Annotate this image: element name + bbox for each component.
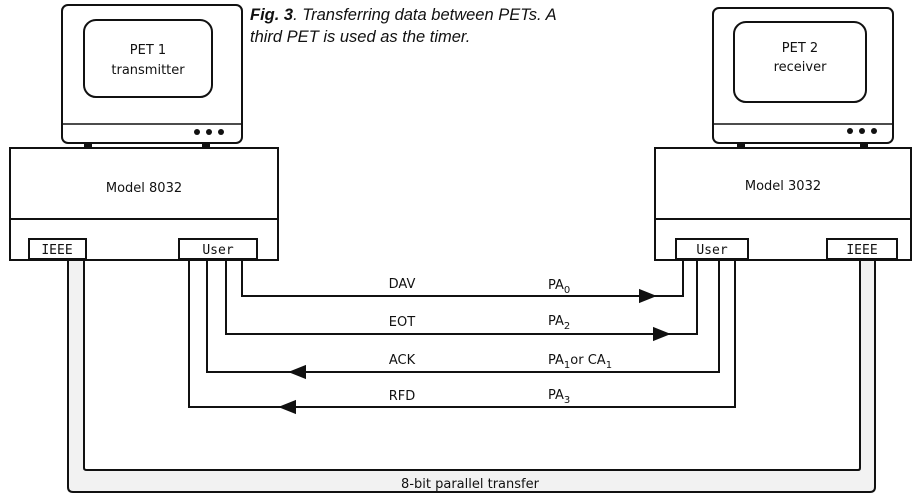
rfd-pin-label: PA3 [548, 388, 570, 406]
dav-signal-label: DAV [389, 277, 416, 292]
pet2-role: receiver [774, 60, 828, 75]
pet2-name: PET 2 [782, 41, 818, 56]
pet1-role: transmitter [111, 63, 185, 78]
knob-icon [218, 129, 224, 135]
eot-signal-label: EOT [389, 315, 415, 330]
dav-pin-label: PA0 [548, 278, 570, 296]
knob-icon [194, 129, 200, 135]
figure-caption-line2: third PET is used as the timer. [250, 28, 470, 46]
pet1-unit: Model 8032 IEEE User [10, 148, 278, 260]
eot-pin-label: PA2 [548, 314, 570, 332]
pet2-unit: Model 3032 User IEEE [655, 148, 911, 260]
knob-icon [206, 129, 212, 135]
pet2-user-label: User [696, 243, 727, 258]
ack-signal-label: ACK [389, 353, 416, 368]
pet2-monitor: PET 2 receiver [713, 8, 893, 149]
knob-icon [847, 128, 853, 134]
pet2-ieee-label: IEEE [846, 243, 877, 258]
pet1-user-label: User [202, 243, 233, 258]
ack-pin-label: PA1or CA1 [548, 353, 612, 371]
figure-caption-line1: Fig. 3. Transferring data between PETs. … [250, 6, 557, 24]
line-ack [207, 260, 719, 372]
line-dav [242, 260, 683, 296]
knob-icon [859, 128, 865, 134]
pet1-ieee-label: IEEE [41, 243, 72, 258]
bus-label: 8-bit parallel transfer [401, 477, 540, 492]
pet2-model: Model 3032 [745, 179, 821, 194]
pet1-monitor: PET 1 transmitter [62, 5, 242, 149]
pet1-model: Model 8032 [106, 181, 182, 196]
rfd-signal-label: RFD [389, 389, 416, 404]
pet1-name: PET 1 [130, 43, 166, 58]
knob-icon [871, 128, 877, 134]
